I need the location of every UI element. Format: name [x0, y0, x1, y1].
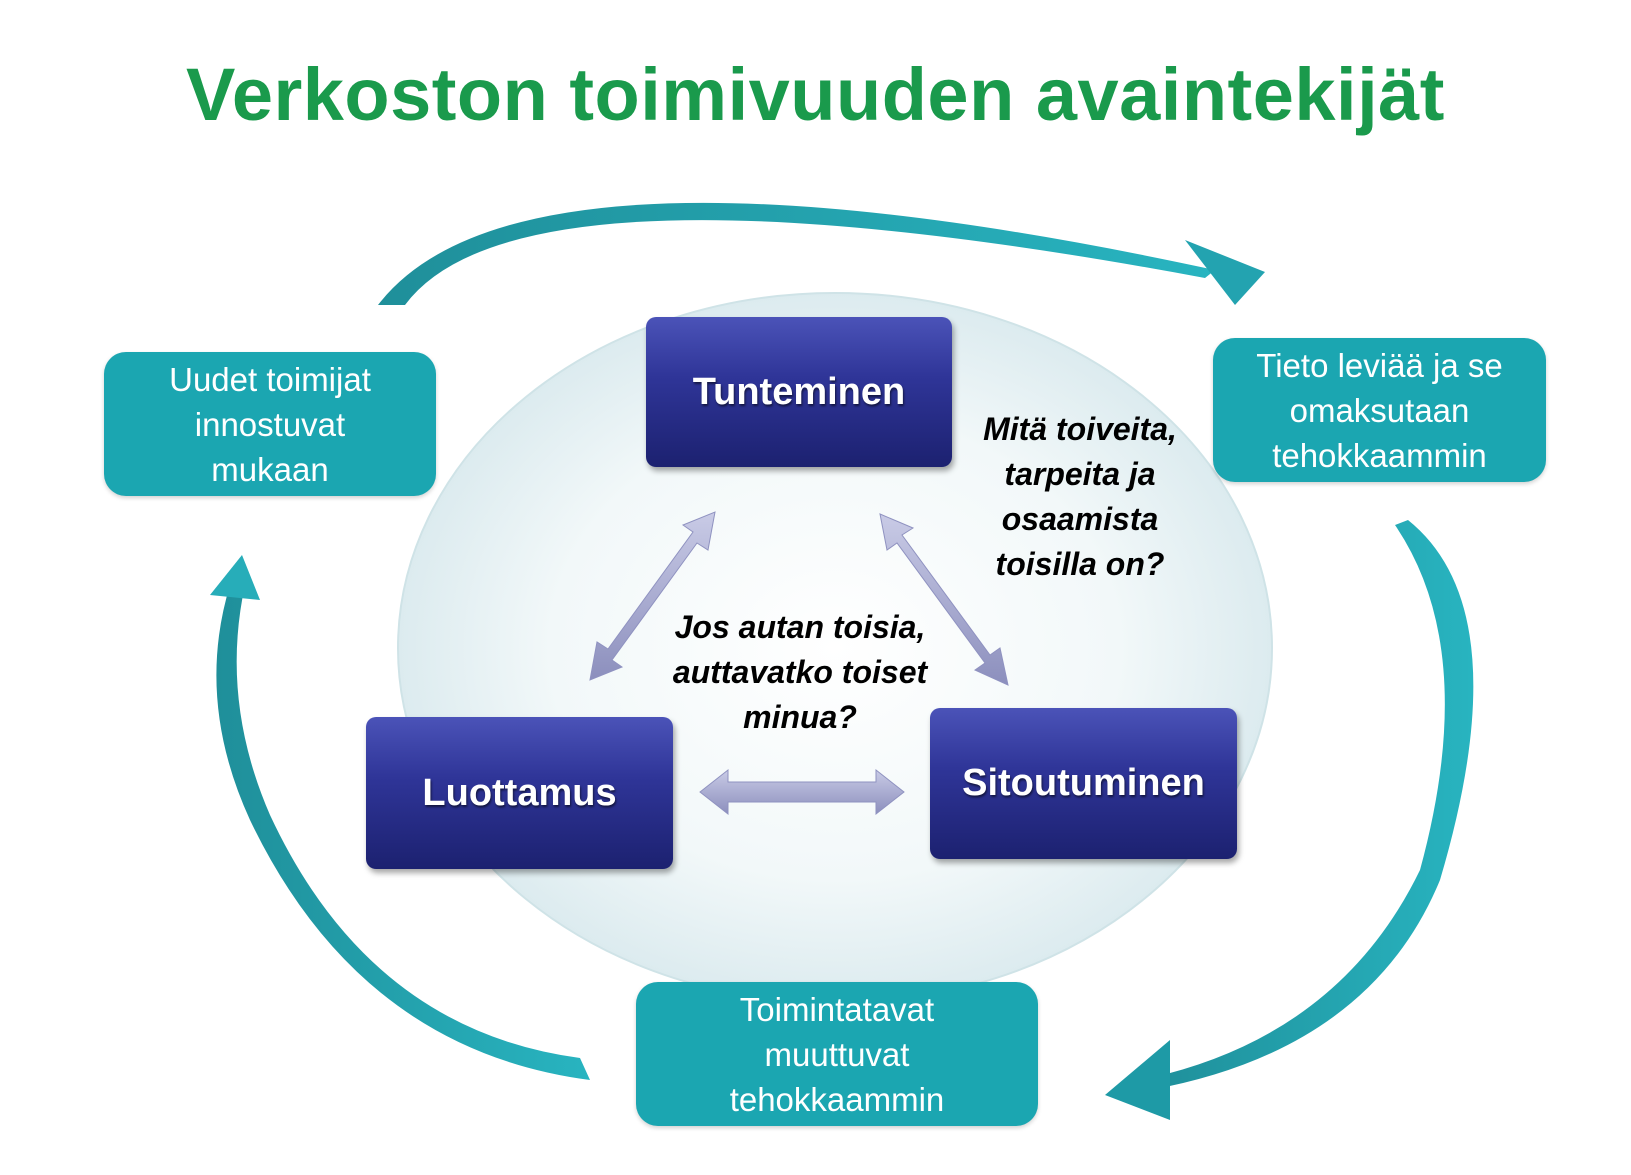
double-arrow-right — [879, 513, 1009, 686]
question-reciprocity: Jos autan toisia, auttavatko toiset minu… — [672, 609, 928, 735]
inner-node-knowing: Tunteminen — [646, 317, 952, 467]
outer-node-new-actors: Uudet toimijat innostuvat mukaan — [104, 352, 436, 496]
outer-node-practices-change: Toimintatavat muuttuvat tehokkaammin — [636, 982, 1038, 1126]
cycle-arrow-right — [1105, 520, 1474, 1120]
cycle-arrow-left — [210, 555, 590, 1080]
page-title: Verkoston toimivuuden avaintekijät — [186, 53, 1445, 136]
cycle-arrow-top — [378, 202, 1265, 305]
double-arrow-bottom — [699, 768, 905, 816]
inner-node-commitment: Sitoutuminen — [930, 708, 1237, 859]
inner-node-trust: Luottamus — [366, 717, 673, 869]
outer-node-knowledge-spreads: Tieto leviää ja se omaksutaan tehokkaamm… — [1213, 338, 1546, 482]
question-needs: Mitä toiveita, tarpeita ja osaamista toi… — [983, 411, 1177, 582]
double-arrow-left — [589, 511, 716, 681]
